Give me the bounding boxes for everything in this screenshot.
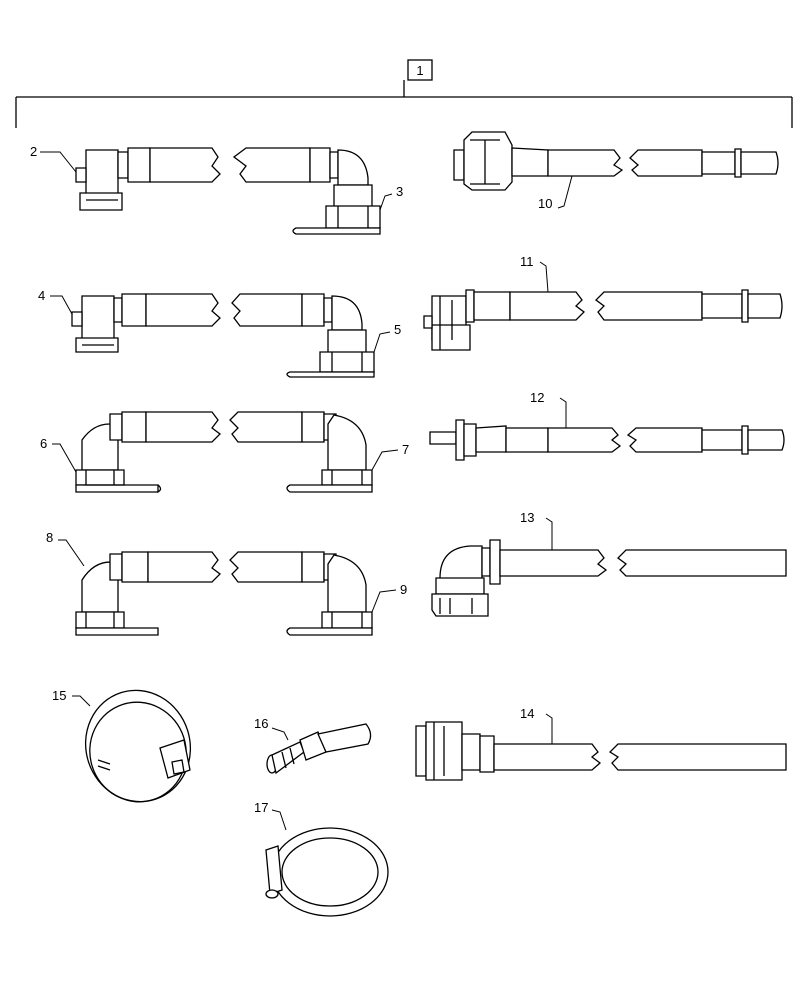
callout-17: 17 xyxy=(254,800,268,815)
tube-12: 12 xyxy=(429,390,785,461)
barbed-fitting-16: 16 xyxy=(254,716,372,775)
callout-13: 13 xyxy=(520,510,534,525)
callout-12: 12 xyxy=(530,390,544,405)
callout-5: 5 xyxy=(394,322,401,337)
callout-1: 1 xyxy=(416,63,423,78)
callout-7: 7 xyxy=(402,442,409,457)
callout-10: 10 xyxy=(538,196,552,211)
tube-14: 14 xyxy=(415,706,787,781)
tube-11: 11 xyxy=(423,254,783,351)
assembly-bracket: 1 xyxy=(15,59,793,128)
callout-11: 11 xyxy=(520,254,534,269)
callout-15: 15 xyxy=(52,688,66,703)
tube-10: 10 xyxy=(453,131,779,211)
hose-assembly-8-9: 8 9 xyxy=(46,530,407,636)
callout-6: 6 xyxy=(40,436,47,451)
hose-assembly-6-7: 6 7 xyxy=(40,411,409,494)
callout-16: 16 xyxy=(254,716,268,731)
hose-assembly-4-5: 4 5 xyxy=(38,288,401,378)
hose-assembly-2-3: 2 3 xyxy=(30,144,403,235)
callout-8: 8 xyxy=(46,530,53,545)
tube-13: 13 xyxy=(431,510,787,617)
callout-4: 4 xyxy=(38,288,45,303)
hose-coil-17: 17 xyxy=(254,800,389,917)
hose-clamp-15: 15 xyxy=(52,688,192,803)
callout-2: 2 xyxy=(30,144,37,159)
callout-9: 9 xyxy=(400,582,407,597)
callout-14: 14 xyxy=(520,706,534,721)
callout-3: 3 xyxy=(396,184,403,199)
